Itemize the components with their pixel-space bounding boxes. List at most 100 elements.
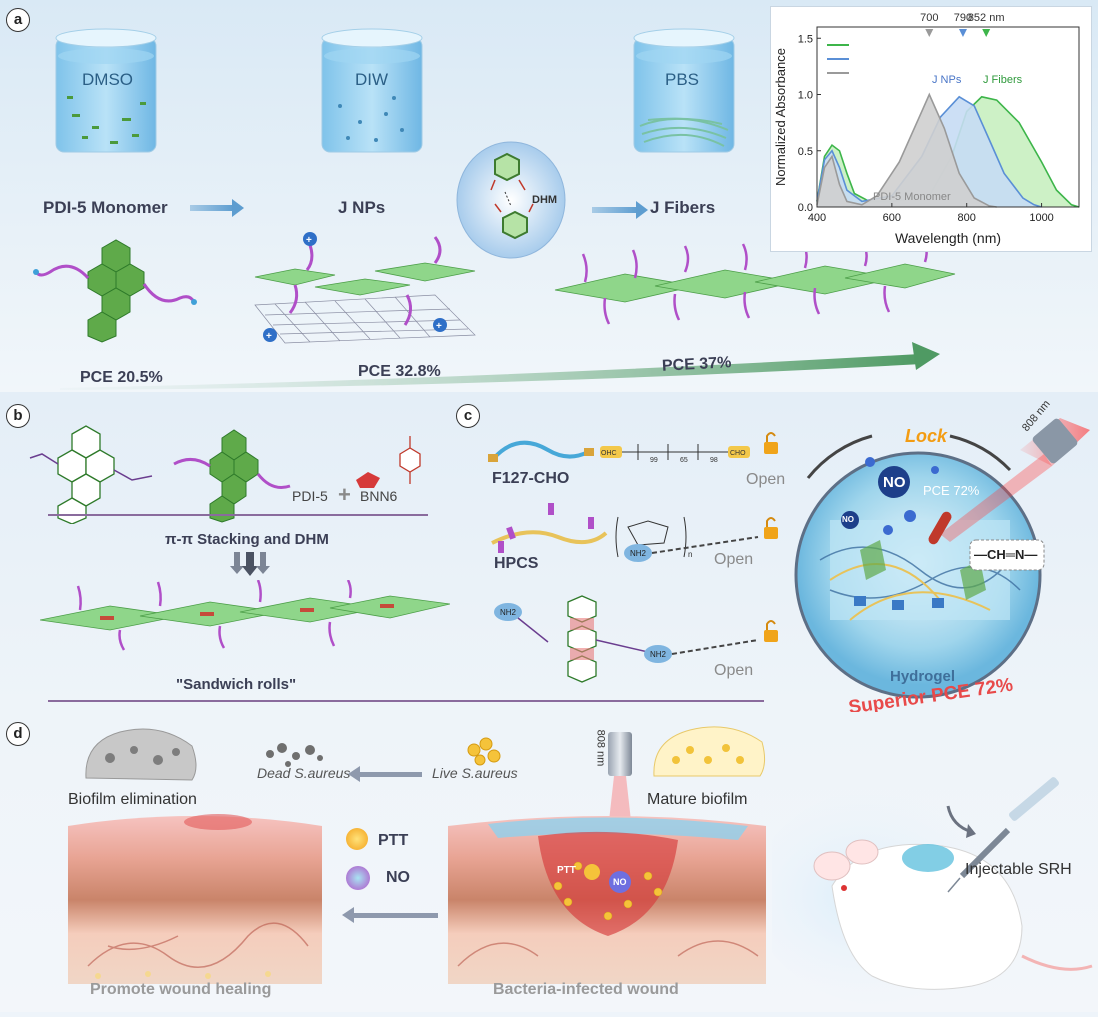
- infected-skin-block: [448, 806, 766, 984]
- mouse-injection-illustration: [752, 776, 1098, 1012]
- beaker-diw-label: DIW: [355, 70, 389, 89]
- dead-bacteria-icon: [260, 734, 330, 774]
- y-tick-label: 0.0: [798, 202, 813, 214]
- series-label-j-fibers: J Fibers: [983, 74, 1023, 86]
- svg-text:65: 65: [680, 457, 688, 464]
- f127-open-status: Open: [746, 471, 786, 488]
- stacking-label: π-π Stacking and DHM: [165, 531, 329, 548]
- x-tick-label: 400: [808, 212, 826, 224]
- amine-nh2-right: NH2: [650, 650, 667, 659]
- panel-label-b: b: [6, 404, 30, 428]
- circle-pce-label: PCE 72%: [923, 483, 980, 498]
- y-tick-label: 1.0: [798, 90, 813, 102]
- svg-text:+: +: [306, 235, 312, 246]
- amine-nh2-left: NH2: [500, 608, 517, 617]
- arrow-monomer-to-nps: [190, 199, 244, 217]
- hpcs-open-status: Open: [714, 551, 754, 568]
- svg-text:+: +: [436, 321, 442, 332]
- series-label-pdi5-monomer: PDI-5 Monomer: [873, 191, 951, 203]
- no-label: NO: [386, 869, 410, 886]
- divider-b-top: [48, 514, 428, 516]
- mature-biofilm-icon: [650, 720, 768, 780]
- svg-text:99: 99: [650, 457, 658, 464]
- series-area-0: [817, 96, 1079, 207]
- x-axis-label: Wavelength (nm): [895, 230, 1001, 246]
- panel-label-c: c: [456, 404, 480, 428]
- svg-text:OHC: OHC: [601, 450, 617, 457]
- peak-marker-label: 700: [920, 12, 938, 24]
- series-area-2: [817, 94, 997, 207]
- live-bacteria-icon: [460, 732, 510, 772]
- hpcs-structure: NH2 n: [488, 497, 788, 572]
- pce-monomer: PCE 20.5%: [80, 369, 163, 386]
- x-tick-label: 800: [958, 212, 976, 224]
- ptt-label: PTT: [378, 832, 409, 849]
- pce-fibers: PCE 37%: [661, 354, 732, 375]
- lock-label: Lock: [905, 426, 948, 446]
- y-tick-label: 1.5: [798, 33, 813, 45]
- dhm-label: DHM: [532, 194, 558, 206]
- pce-trend-arrow: [60, 340, 940, 390]
- panel-label-a: a: [6, 8, 30, 32]
- beaker-diw: [318, 26, 426, 156]
- series-label-j-nps: J NPs: [932, 74, 962, 86]
- hpcs-label: HPCS: [494, 555, 539, 572]
- healed-skin-block: [68, 806, 322, 984]
- svg-text:+: +: [266, 331, 272, 342]
- panel-d: d Dead S.aureus Live S.aureus Biofilm el…: [0, 712, 1098, 1012]
- series-line-2: [816, 92, 997, 208]
- sandwich-rolls-label: "Sandwich rolls": [176, 676, 297, 693]
- hydrogel-label: Hydrogel: [890, 668, 956, 685]
- y-tick-label: 0.5: [798, 146, 813, 158]
- pdi-amine-structure: NH2 NH2: [488, 592, 788, 692]
- dhm-bubble: [455, 140, 567, 260]
- hydrogel-circle: [790, 410, 1090, 710]
- arrow-live-to-dead: [348, 766, 422, 782]
- peak-marker-2: [982, 29, 991, 37]
- caption-j-fibers: J Fibers: [650, 198, 716, 217]
- stacking-arrows: [230, 552, 270, 576]
- peak-marker-label: 790: [954, 12, 972, 24]
- peak-marker-1: [958, 29, 967, 37]
- ptt-flame-icon: [346, 828, 368, 850]
- peak-marker-label: 852 nm: [968, 12, 1005, 24]
- beaker-pbs-label: PBS: [665, 70, 700, 89]
- arrow-infected-to-healed: [342, 907, 438, 923]
- ptt-inner-label: PTT: [557, 865, 576, 876]
- beaker-pbs: [630, 26, 738, 156]
- j-fibers-structure: [545, 239, 965, 330]
- no-icon: [346, 866, 370, 890]
- caption-j-nps: J NPs: [338, 198, 386, 217]
- bacteria-infected-label: Bacteria-infected wound: [493, 981, 679, 998]
- x-tick-label: 1000: [1029, 212, 1053, 224]
- j-nps-structure: + + +: [235, 225, 500, 345]
- plot-frame: [816, 26, 1080, 208]
- hpcs-nh2: NH2: [630, 549, 647, 558]
- svg-text:98: 98: [710, 457, 718, 464]
- promote-healing-label: Promote wound healing: [90, 981, 272, 998]
- panel-a: a DMSO DIW PBS PDI-5 Monomer J NPs J Fib…: [0, 0, 1098, 392]
- hpcs-n-subscript: n: [688, 550, 692, 559]
- live-saureus-label: Live S.aureus: [432, 765, 518, 781]
- amine-open-status: Open: [714, 662, 754, 679]
- arrow-nps-to-fibers: [592, 201, 648, 219]
- bnn6-label: BNN6: [360, 488, 398, 504]
- imine-bond-label: —CH═N—: [974, 547, 1038, 562]
- beaker-dmso: [52, 26, 160, 156]
- pdi5-monomer-structure: [30, 228, 200, 343]
- injectable-srh-label: Injectable SRH: [965, 861, 1072, 878]
- y-axis-label: Normalized Absorbance: [773, 48, 788, 186]
- no-big-label: NO: [883, 474, 906, 491]
- peak-marker-0: [925, 29, 934, 37]
- panel-label-d: d: [6, 722, 30, 746]
- laser-d-label: 808 nm: [594, 729, 607, 767]
- no-small-label: NO: [842, 515, 854, 524]
- caption-pdi5-monomer: PDI-5 Monomer: [43, 198, 168, 217]
- dead-saureus-label: Dead S.aureus: [257, 765, 351, 781]
- dead-biofilm-icon: [80, 722, 200, 784]
- sandwich-rolls-structure: [39, 579, 451, 652]
- biofilm-elimination-label: Biofilm elimination: [68, 791, 197, 808]
